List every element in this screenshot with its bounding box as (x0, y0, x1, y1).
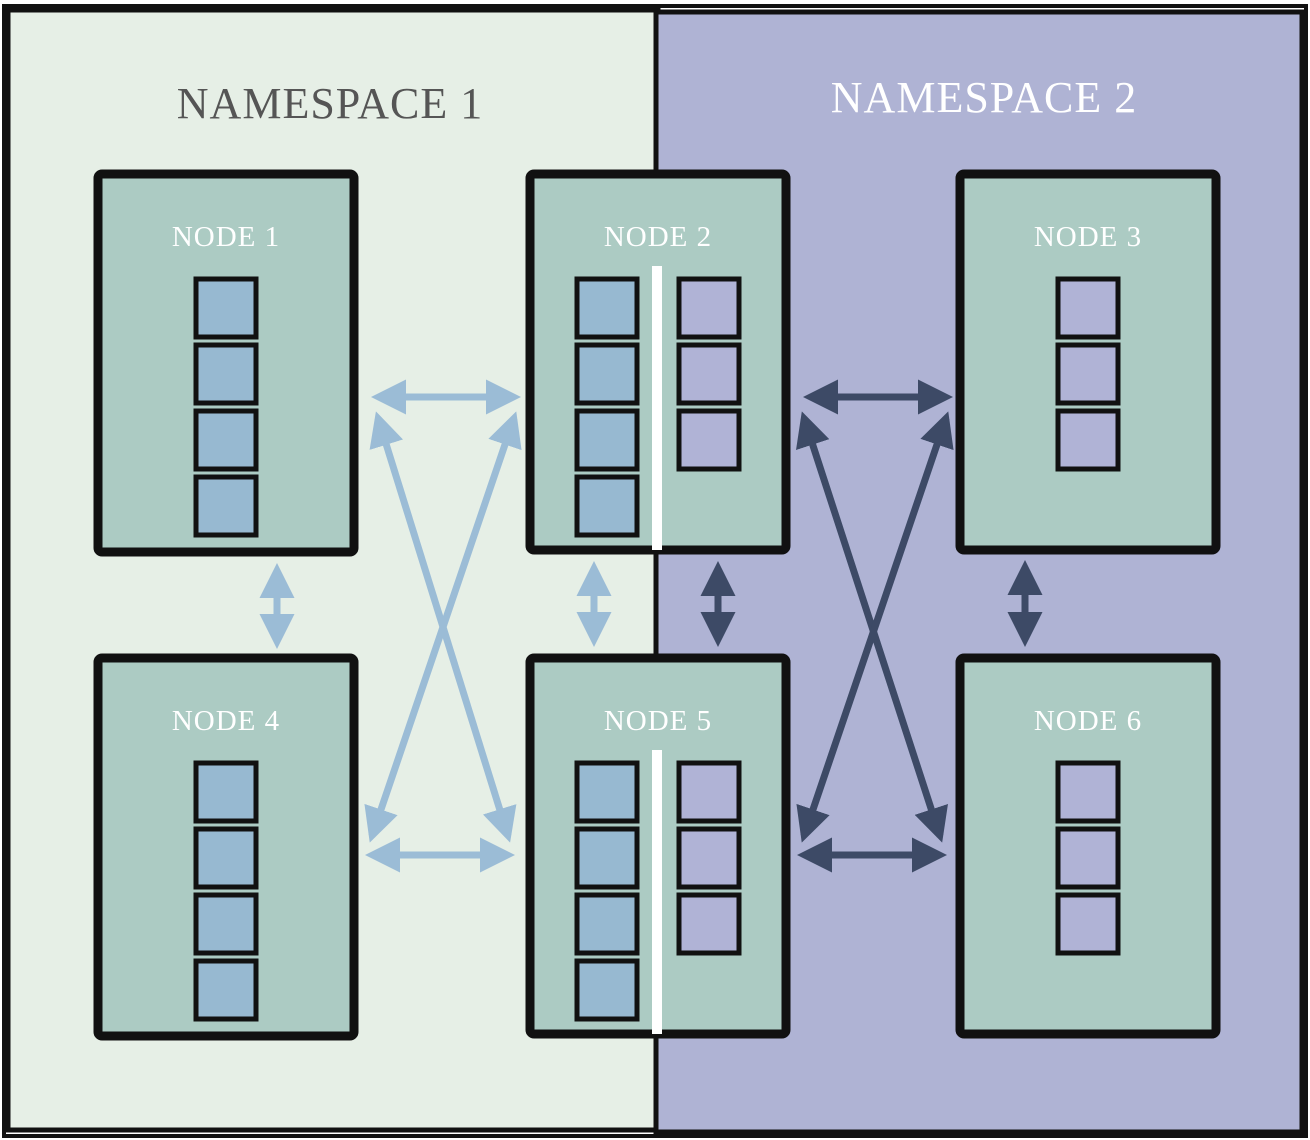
namespace-2-pod (1055, 760, 1121, 824)
node-6: NODE 6 (955, 653, 1221, 1039)
node-title: NODE 2 (604, 221, 712, 253)
namespace-1-pod (193, 408, 259, 472)
namespace-2-pod (1055, 342, 1121, 406)
node-5: NODE 5 (525, 653, 791, 1039)
namespace-divider (652, 266, 662, 550)
namespace-2-pod (676, 826, 742, 890)
node-title: NODE 3 (1034, 221, 1142, 253)
node-4: NODE 4 (93, 653, 359, 1041)
namespace-1-pod (574, 276, 640, 340)
namespace-1-pod (574, 474, 640, 538)
namespace-1-pod (574, 892, 640, 956)
namespace-1-title: NAMESPACE 1 (177, 79, 483, 128)
namespace-1-pod (574, 958, 640, 1022)
namespace-1-pod (193, 342, 259, 406)
namespace-2-pod (676, 276, 742, 340)
namespace-2-pod (1055, 276, 1121, 340)
namespace-1-pod (574, 760, 640, 824)
namespace-1-pod (193, 760, 259, 824)
node-title: NODE 5 (604, 705, 712, 737)
outer-frame (2, 4, 1308, 1138)
namespace-1-pod (574, 342, 640, 406)
link-node4-node2 (364, 411, 522, 843)
namespace-2-pod (1055, 408, 1121, 472)
node-title: NODE 1 (172, 221, 280, 253)
link-node5-node3 (796, 411, 954, 843)
namespace-1-pod (193, 958, 259, 1022)
namespace-1-pod (193, 826, 259, 890)
namespace-1-pod (193, 892, 259, 956)
nodes-layer: NODE 1 NODE 2 NODE 3 NODE 4 NODE 5 NODE 6 (93, 169, 1221, 1041)
namespace-2-pod (1055, 826, 1121, 890)
namespace-1-pod (193, 474, 259, 538)
node-1: NODE 1 (93, 169, 359, 557)
namespace-2-title: NAMESPACE 2 (831, 73, 1137, 122)
node-3: NODE 3 (955, 169, 1221, 555)
node-2: NODE 2 (525, 169, 791, 555)
namespace-1-pod (574, 408, 640, 472)
namespace-1-pod (193, 276, 259, 340)
node-title: NODE 4 (172, 705, 280, 737)
namespace-divider (652, 750, 662, 1034)
namespace-2-links (700, 379, 1043, 873)
namespace-2-pod (1055, 892, 1121, 956)
namespace-2-pod (676, 342, 742, 406)
namespace-2-pod (676, 892, 742, 956)
namespace-2-pod (676, 408, 742, 472)
namespace-2-pod (676, 760, 742, 824)
namespace-1-pod (574, 826, 640, 890)
node-title: NODE 6 (1034, 705, 1142, 737)
namespace-1-links (259, 379, 612, 873)
